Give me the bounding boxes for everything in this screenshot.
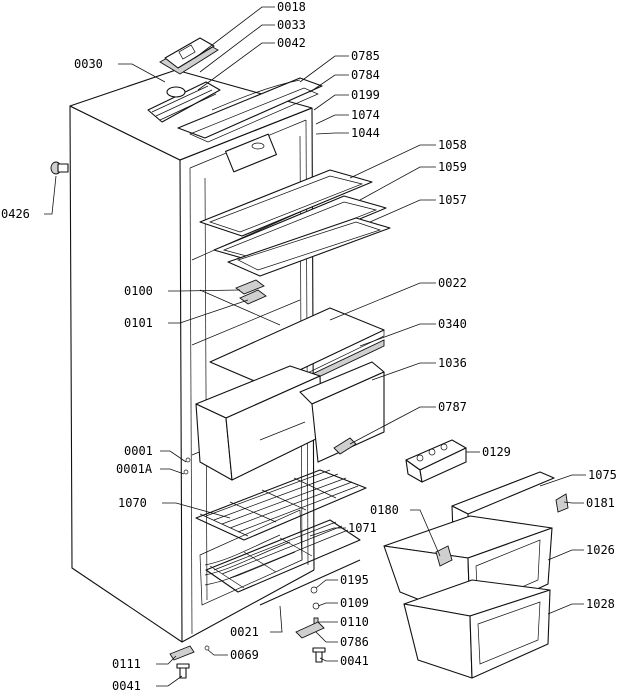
label-0041-right: 0041	[340, 654, 369, 668]
label-0109: 0109	[340, 596, 369, 610]
label-1057: 1057	[438, 193, 467, 207]
label-1044: 1044	[351, 126, 380, 140]
label-1070: 1070	[118, 496, 147, 510]
label-0195: 0195	[340, 573, 369, 587]
leader-lines	[44, 6, 586, 687]
label-0033: 0033	[277, 18, 306, 32]
label-0787: 0787	[438, 400, 467, 414]
label-0180: 0180	[370, 503, 399, 517]
label-0041-left: 0041	[112, 679, 141, 693]
light-cover-assembly	[177, 77, 323, 173]
label-0001A: 0001A	[116, 462, 153, 476]
crisper-drawers	[195, 361, 385, 481]
label-0111: 0111	[112, 657, 141, 671]
cabinet-body	[69, 69, 315, 643]
egg-tray	[405, 439, 467, 483]
upper-shelves	[199, 169, 391, 277]
control-unit-assembly	[147, 37, 221, 123]
label-0785: 0785	[351, 49, 380, 63]
label-0018: 0018	[277, 0, 306, 14]
label-0129: 0129	[482, 445, 511, 459]
label-0069: 0069	[230, 648, 259, 662]
label-1071: 1071	[348, 521, 377, 535]
label-0042: 0042	[277, 36, 306, 50]
label-0784: 0784	[351, 68, 380, 82]
label-0021: 0021	[230, 625, 259, 639]
label-0110: 0110	[340, 615, 369, 629]
label-0340: 0340	[438, 317, 467, 331]
label-0030: 0030	[74, 57, 103, 71]
label-0426: 0426	[1, 207, 30, 221]
label-0022: 0022	[438, 276, 467, 290]
label-1075: 1075	[588, 468, 617, 482]
label-0199: 0199	[351, 88, 380, 102]
small-hardware	[50, 161, 569, 679]
label-1036: 1036	[438, 356, 467, 370]
door-bins	[383, 471, 555, 679]
wire-shelves	[195, 469, 367, 606]
label-1028: 1028	[586, 597, 615, 611]
label-0786: 0786	[340, 635, 369, 649]
label-1058: 1058	[438, 138, 467, 152]
label-1026: 1026	[586, 543, 615, 557]
label-0001: 0001	[124, 444, 153, 458]
label-1059: 1059	[438, 160, 467, 174]
label-0101: 0101	[124, 316, 153, 330]
label-0100: 0100	[124, 284, 153, 298]
label-1074: 1074	[351, 108, 380, 122]
label-0181: 0181	[586, 496, 615, 510]
